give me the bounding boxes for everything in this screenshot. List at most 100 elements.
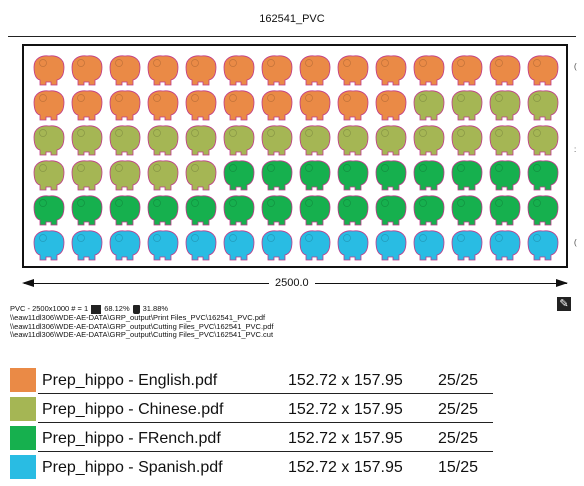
hippo-sticker-icon: [524, 158, 560, 193]
legend-row[interactable]: Prep_hippo - Spanish.pdf 152.72 x 157.95…: [10, 455, 490, 479]
color-swatch: [10, 368, 36, 392]
hippo-sticker-icon: [258, 88, 294, 123]
hippo-sticker-icon: [68, 228, 104, 263]
hippo-sticker-icon: [448, 193, 484, 228]
hippo-sticker-icon: [258, 228, 294, 263]
cutting-cut-path[interactable]: \\eaw11dl306\WDE-AE-DATA\GRP_output\Cutt…: [10, 330, 274, 340]
hippo-sticker-icon: [220, 228, 256, 263]
hippo-sticker-icon: [524, 88, 560, 123]
hippo-sticker-icon: [106, 123, 142, 158]
hippo-sticker-icon: [372, 53, 408, 88]
hippo-sticker-icon: [372, 123, 408, 158]
hippo-sticker-icon: [410, 228, 446, 263]
hippo-sticker-icon: [220, 158, 256, 193]
color-swatch: [10, 426, 36, 450]
hippo-sticker-icon: [410, 158, 446, 193]
hippo-sticker-icon: [68, 193, 104, 228]
hippo-sticker-icon: [68, 123, 104, 158]
hippo-sticker-icon: [372, 158, 408, 193]
hippo-sticker-icon: [410, 88, 446, 123]
hippo-sticker-icon: [30, 228, 66, 263]
hippo-sticker-icon: [30, 53, 66, 88]
hippo-sticker-icon: [220, 88, 256, 123]
hippo-sticker-icon: [486, 123, 522, 158]
hippo-sticker-icon: [372, 228, 408, 263]
color-swatch: [10, 397, 36, 421]
sheet-width-label: 2500.0: [269, 277, 315, 289]
hippo-sticker-icon: [410, 193, 446, 228]
hippo-sticker-icon: [182, 53, 218, 88]
hippo-sticker-icon: [524, 228, 560, 263]
hippo-sticker-icon: [144, 228, 180, 263]
hippo-sticker-icon: [106, 53, 142, 88]
usage-percent: 68.12%: [104, 304, 130, 314]
hippo-sticker-icon: [448, 228, 484, 263]
hippo-sticker-icon: [448, 88, 484, 123]
hippo-sticker-icon: [106, 228, 142, 263]
sheet-info: PVC - 2500x1000 # = 1 68.12% 31.88% \\ea…: [10, 305, 273, 340]
hippo-sticker-icon: [30, 88, 66, 123]
hippo-sticker-icon: [106, 158, 142, 193]
hippo-sticker-icon: [258, 193, 294, 228]
hippo-sticker-icon: [410, 53, 446, 88]
sheet-side-mark: :: [574, 145, 577, 154]
hippo-sticker-icon: [524, 123, 560, 158]
hippo-sticker-icon: [448, 123, 484, 158]
cutting-pdf-path[interactable]: \\eaw11dl306\WDE-AE-DATA\GRP_output\Cutt…: [10, 321, 274, 331]
nesting-sheet[interactable]: [22, 44, 568, 268]
hippo-sticker-icon: [334, 158, 370, 193]
legend-dimensions: 152.72 x 157.95: [288, 401, 403, 418]
hippo-sticker-icon: [448, 158, 484, 193]
legend-file-name: Prep_hippo - Spanish.pdf: [42, 459, 223, 476]
legend-dimensions: 152.72 x 157.95: [288, 372, 403, 389]
legend-divider: [38, 393, 493, 394]
hippo-sticker-icon: [334, 88, 370, 123]
hippo-sticker-icon: [372, 88, 408, 123]
hippo-sticker-icon: [144, 53, 180, 88]
hippo-sticker-icon: [334, 228, 370, 263]
hippo-sticker-icon: [144, 158, 180, 193]
sheet-side-mark: (: [574, 238, 577, 247]
sheet-side-mark: (: [574, 62, 577, 71]
hippo-sticker-icon: [182, 228, 218, 263]
hippo-sticker-icon: [144, 193, 180, 228]
legend-row[interactable]: Prep_hippo - Chinese.pdf 152.72 x 157.95…: [10, 397, 493, 423]
layout-title: 162541_PVC: [259, 13, 325, 25]
hippo-sticker-icon: [144, 123, 180, 158]
hippo-sticker-icon: [144, 88, 180, 123]
legend-count: 25/25: [438, 430, 479, 447]
hippo-sticker-icon: [410, 123, 446, 158]
hippo-sticker-icon: [334, 193, 370, 228]
hippo-sticker-icon: [486, 228, 522, 263]
hippo-sticker-icon: [448, 53, 484, 88]
hippo-sticker-icon: [30, 123, 66, 158]
dimension-arrow-right: [556, 279, 568, 287]
hippo-sticker-icon: [106, 88, 142, 123]
edit-icon[interactable]: ✎: [557, 297, 571, 311]
hippo-sticker-icon: [182, 123, 218, 158]
hippo-sticker-icon: [296, 88, 332, 123]
legend-row[interactable]: Prep_hippo - FRench.pdf 152.72 x 157.95 …: [10, 426, 493, 452]
legend-row[interactable]: Prep_hippo - English.pdf 152.72 x 157.95…: [10, 368, 493, 394]
hippo-sticker-icon: [296, 228, 332, 263]
legend-count: 15/25: [438, 459, 479, 476]
hippo-sticker-icon: [258, 123, 294, 158]
hippo-sticker-icon: [182, 158, 218, 193]
hippo-sticker-icon: [486, 158, 522, 193]
legend-count: 25/25: [438, 372, 479, 389]
hippo-sticker-icon: [524, 193, 560, 228]
legend-count: 25/25: [438, 401, 479, 418]
legend-file-name: Prep_hippo - FRench.pdf: [42, 430, 221, 447]
hippo-sticker-icon: [296, 193, 332, 228]
hippo-sticker-icon: [296, 158, 332, 193]
legend-divider: [38, 451, 493, 452]
hippo-sticker-icon: [220, 123, 256, 158]
hippo-sticker-icon: [182, 88, 218, 123]
hippo-sticker-icon: [486, 88, 522, 123]
hippo-sticker-icon: [68, 158, 104, 193]
print-file-path[interactable]: \\eaw11dl306\WDE-AE-DATA\GRP_output\Prin…: [10, 313, 266, 322]
color-swatch: [10, 455, 36, 479]
hippo-sticker-icon: [486, 53, 522, 88]
hippo-sticker-icon: [30, 193, 66, 228]
hippo-sticker-icon: [486, 193, 522, 228]
